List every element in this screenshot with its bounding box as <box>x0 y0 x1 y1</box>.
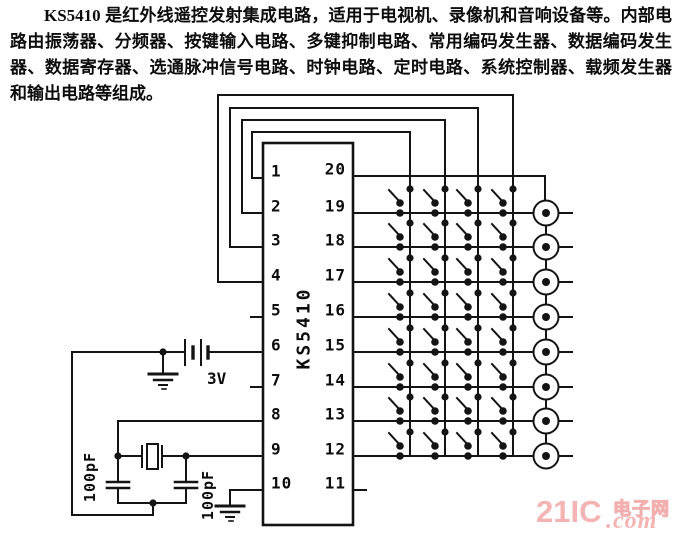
wire-pin10 <box>229 489 264 506</box>
key-matrix <box>352 185 573 470</box>
battery-symbol <box>184 339 210 366</box>
pin-label-9: 9 <box>271 439 282 459</box>
pin-label-20: 20 <box>324 159 346 179</box>
wire-pin20 <box>352 175 546 201</box>
pin-label-15: 15 <box>324 335 346 355</box>
battery-voltage-label: 3V <box>207 369 227 388</box>
ground-symbol-battery <box>147 351 179 390</box>
ic-body <box>261 141 355 527</box>
wire-pin2-column <box>241 119 446 457</box>
capacitor2-symbol <box>173 455 199 504</box>
pin-label-8: 8 <box>271 404 282 424</box>
pin-label-10: 10 <box>271 473 293 493</box>
description-text: KS5410 是红外线遥控发射集成电路，适用于电视机、录像机和音响设备等。内部电… <box>10 6 672 103</box>
pin-label-4: 4 <box>271 265 282 285</box>
wire-pin8 <box>117 420 264 457</box>
wire-pin1-column <box>251 131 411 457</box>
junction-dots <box>114 348 190 507</box>
pin-label-19: 19 <box>324 196 346 216</box>
pin-label-3: 3 <box>271 230 282 250</box>
pin-label-18: 18 <box>324 230 346 250</box>
pin-label-7: 7 <box>271 370 282 390</box>
capacitor1-label: 100pF <box>81 451 99 503</box>
crystal-symbol <box>141 443 163 470</box>
pin-label-11: 11 <box>324 473 346 493</box>
pin-label-6: 6 <box>271 335 282 355</box>
pin-label-17: 17 <box>324 265 346 285</box>
pin-label-12: 12 <box>324 439 346 459</box>
pin-label-5: 5 <box>271 300 282 320</box>
capacitor1-symbol <box>105 455 131 504</box>
pin-label-16: 16 <box>324 300 346 320</box>
pin-label-2: 2 <box>271 196 282 216</box>
ground-symbol-pin10 <box>214 504 246 522</box>
wire-ground-return <box>71 351 154 516</box>
capacitor2-label: 100pF <box>199 469 217 521</box>
ic-label: KS5410 <box>293 286 315 370</box>
pin-label-13: 13 <box>324 404 346 424</box>
wire-pin4-column <box>217 94 514 457</box>
pin-label-1: 1 <box>271 161 282 181</box>
pin-label-14: 14 <box>324 370 346 390</box>
